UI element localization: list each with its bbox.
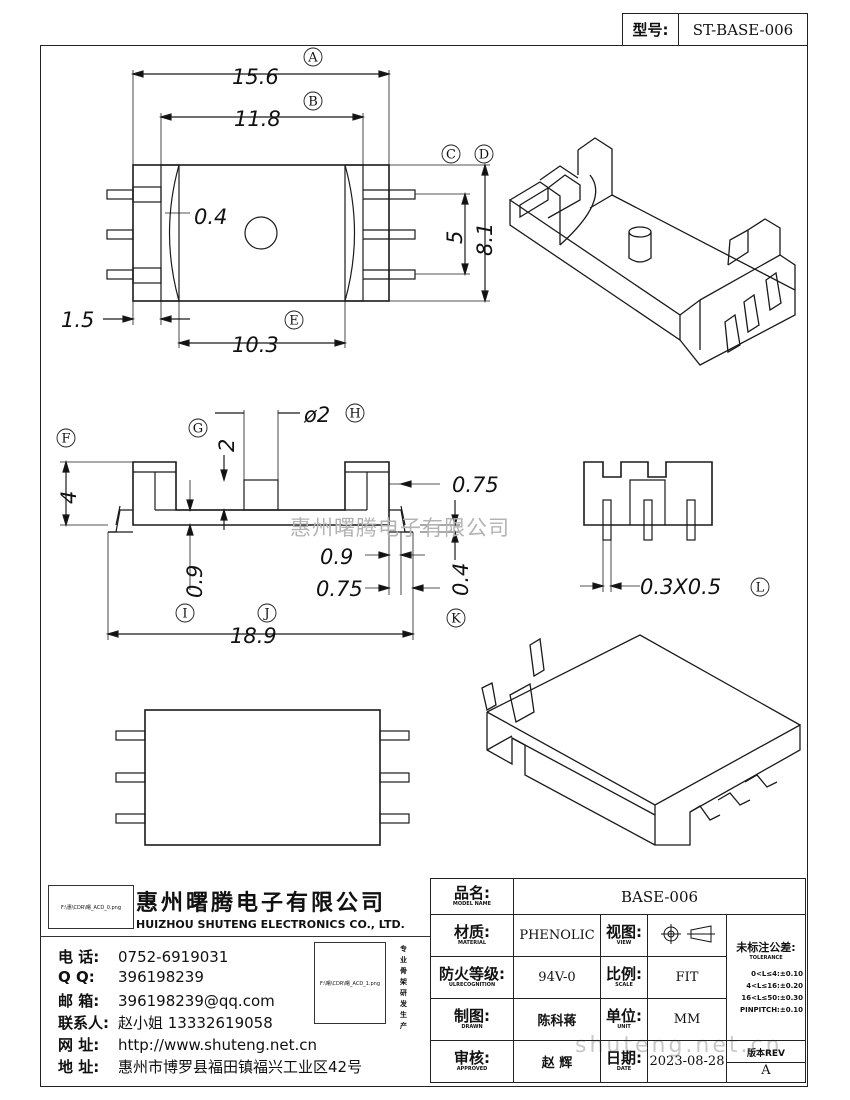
marker-circle [303, 47, 323, 67]
marker-c: C [441, 144, 461, 164]
marker-a: A [303, 47, 323, 67]
fire-label-cell: 防火等级:ULRECOGNITION [430, 956, 514, 999]
company-name-cn: 惠州曙腾电子有限公司 [136, 891, 387, 916]
marker-circle [441, 144, 461, 164]
dim-0-4-right: 0.4 [449, 563, 473, 596]
approved-label-cell: 审核:APPROVED [430, 1040, 514, 1083]
marker-label: F [61, 432, 70, 447]
dim-0-3x0-5: 0.3X0.5 [640, 575, 721, 599]
marker-label: I [182, 607, 187, 622]
marker-j: J [257, 603, 277, 623]
marker-circle [56, 428, 76, 448]
company-watermark: 惠州曙腾电子有限公司 [290, 516, 510, 540]
marker-k: K [446, 608, 466, 628]
contact-website: 网 址:http://www.shuteng.net.cn [58, 1036, 318, 1054]
scale-value: FIT [647, 956, 727, 999]
contact-phone: 电 话:0752-6919031 [58, 948, 229, 966]
marker-circle [188, 418, 208, 438]
unit-value: MM [647, 998, 727, 1041]
dim-4: 4 [57, 491, 81, 504]
marker-label: D [479, 148, 489, 163]
dim-5: 5 [443, 231, 467, 244]
dim-0-4-top: 0.4 [194, 205, 227, 229]
side-view [580, 461, 713, 592]
marker-g: G [188, 418, 208, 438]
dim-0-75-top: 0.75 [452, 473, 499, 497]
marker-l: L [750, 577, 770, 597]
fire-value: 94V-0 [513, 956, 601, 999]
dim-18-9: 18.9 [230, 624, 277, 648]
company-logo: F:\惠\CDR\曙_ACD_0.png [48, 885, 134, 929]
dim-phi-2: ø2 [303, 403, 330, 427]
company-name-en: HUIZHOU SHUTENG ELECTRONICS CO., LTD. [136, 918, 405, 931]
dim-2: 2 [215, 439, 239, 452]
contact-person: 联系人:赵小姐 13332619058 [58, 1014, 273, 1032]
dim-11-8: 11.8 [234, 107, 281, 131]
marker-circle [175, 603, 195, 623]
title-block: 品名:MODEL NAME BASE-006 材质:MATERIAL PHENO… [430, 878, 806, 1083]
marker-i: I [175, 603, 195, 623]
material-label-cell: 材质:MATERIAL [430, 914, 514, 957]
front-view [60, 410, 460, 640]
dim-0-75-bottom: 0.75 [316, 577, 363, 601]
marker-label: G [193, 422, 203, 437]
marker-label: C [446, 148, 456, 163]
marker-circle [257, 603, 277, 623]
dim-10-3: 10.3 [232, 333, 279, 357]
unit-label-cell: 单位:UNIT [600, 998, 648, 1041]
view-label-cell: 视图:VIEW [600, 914, 648, 957]
model-number-box: 型号: ST-BASE-006 [622, 13, 808, 46]
date-label-cell: 日期:DATE [600, 1040, 648, 1083]
isometric-view-top [509, 137, 796, 366]
approved-value: 赵 辉 [513, 1040, 601, 1083]
company-logo-2: F:\曙\CDR\曙_ACD_1.png [314, 942, 386, 1024]
top-view [103, 70, 490, 348]
date-value: 2023-08-28 [647, 1040, 727, 1083]
dim-15-6: 15.6 [232, 65, 279, 89]
marker-circle [345, 403, 365, 423]
marker-circle [284, 310, 304, 330]
bottom-view [115, 709, 410, 846]
marker-label: J [262, 607, 269, 622]
marker-h: H [345, 403, 365, 423]
material-value: PHENOLIC [513, 914, 601, 957]
marker-label: K [451, 612, 461, 627]
model-name-value: BASE-006 [513, 878, 806, 915]
model-label: 型号: [623, 14, 679, 45]
marker-circle [474, 144, 494, 164]
contact-address: 地 址:惠州市博罗县福田镇福兴工业区42号 [58, 1058, 363, 1076]
dim-0-9-left: 0.9 [183, 565, 207, 598]
tolerance-cell: 未标注公差: TOLERANCE 0<L≤4:±0.10 4<L≤16:±0.2… [726, 914, 806, 1041]
marker-label: L [756, 581, 765, 596]
model-value: ST-BASE-006 [692, 20, 794, 39]
scale-label-cell: 比例:SCALE [600, 956, 648, 999]
dim-1-5: 1.5 [61, 308, 94, 332]
dim-0-9-right: 0.9 [320, 545, 353, 569]
drawing-sheet-border [40, 45, 808, 1087]
drawn-value: 陈科蒋 [513, 998, 601, 1041]
contact-email: 邮 箱:396198239@qq.com [58, 992, 275, 1010]
isometric-view-bottom [481, 634, 801, 846]
company-divider [40, 936, 430, 937]
marker-b: B [303, 91, 323, 111]
marker-label: H [349, 407, 360, 422]
marker-circle [303, 91, 323, 111]
marker-e: E [284, 310, 304, 330]
marker-label: A [307, 51, 318, 66]
drawn-label-cell: 制图:DRAWN [430, 998, 514, 1041]
contact-qq: Q Q:396198239 [58, 968, 204, 986]
revision-cell: 版本REV A [726, 1040, 806, 1083]
name-label-cell: 品名:MODEL NAME [430, 878, 514, 915]
technical-drawing: 15.6 11.8 0.4 1.5 10.3 5 8.1 2 ø2 4 0.75… [56, 47, 801, 846]
company-slogan-vertical: 专业骨架研发生产 [400, 945, 407, 1030]
marker-label: B [308, 95, 318, 110]
marker-d: D [474, 144, 494, 164]
dim-8-1: 8.1 [473, 223, 497, 256]
marker-circle [446, 608, 466, 628]
marker-label: E [289, 314, 299, 329]
marker-circle [750, 577, 770, 597]
projection-symbol-icon [647, 914, 727, 957]
marker-f: F [56, 428, 76, 448]
